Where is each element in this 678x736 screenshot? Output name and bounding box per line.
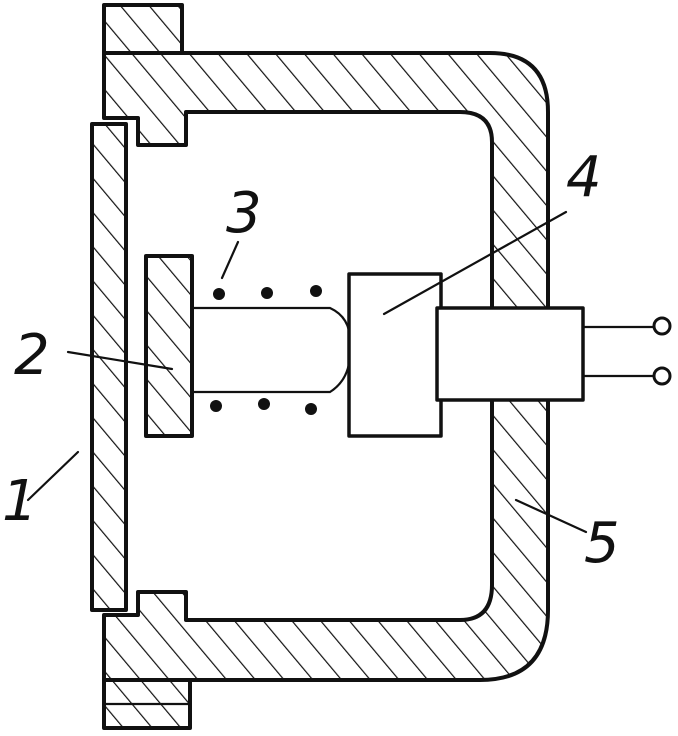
label-part-4: 4: [566, 145, 602, 210]
label-part-1: 1: [2, 469, 38, 534]
coil-turn-dot: [261, 287, 273, 299]
leader-line-4: [382, 210, 568, 316]
terminal-bottom: [652, 366, 672, 386]
leader-line-5: [514, 498, 588, 534]
diaphragm-part-1: [90, 122, 128, 612]
leader-line-3: [220, 240, 240, 280]
coil-turn-dot: [210, 400, 222, 412]
label-part-3: 3: [226, 181, 262, 246]
coil-part-3: [210, 285, 322, 415]
magnet-part-4: [347, 272, 443, 438]
coil-turn-dot: [258, 398, 270, 410]
label-part-2: 2: [14, 323, 50, 388]
terminal-top: [652, 316, 672, 336]
plunger-core: [190, 306, 352, 394]
leader-line-1: [26, 450, 80, 502]
coil-turn-dot: [310, 285, 322, 297]
terminal-block: [435, 306, 585, 402]
label-part-5: 5: [584, 511, 620, 576]
armature-part-2: [144, 254, 194, 438]
leader-line-2: [66, 350, 174, 371]
top-mounting-tab: [102, 3, 184, 55]
coil-turn-dot: [305, 403, 317, 415]
housing-part-5: [102, 51, 550, 682]
coil-turn-dot: [213, 288, 225, 300]
